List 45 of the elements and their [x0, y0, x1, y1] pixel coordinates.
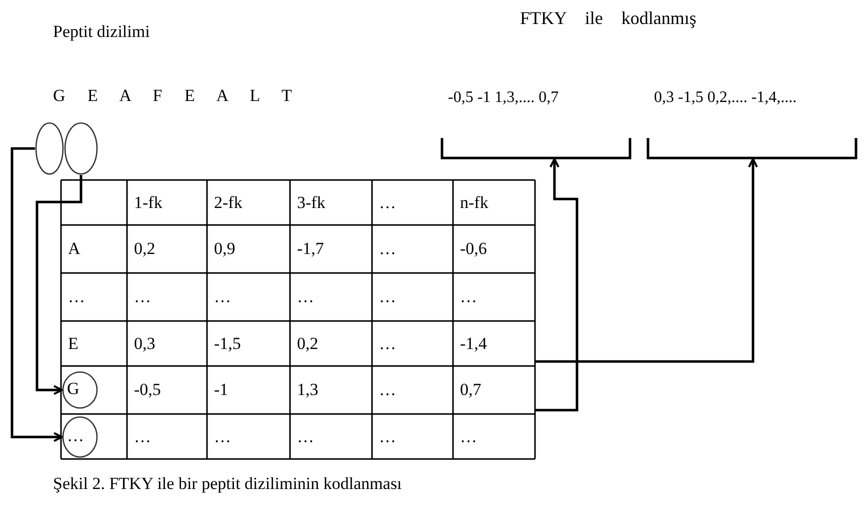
cell-value: -0,5: [134, 379, 161, 401]
cell-value: 1,3: [297, 379, 318, 401]
cell-value: …: [214, 286, 231, 308]
cell-value: …: [379, 286, 396, 308]
cell-value: …: [379, 332, 396, 354]
vector-values: 0,3 -1,5 0,2,.... -1,4,....: [654, 88, 797, 108]
sequence-text: G E A F E A L T: [53, 86, 301, 106]
cell-value: 0,2: [134, 238, 156, 260]
circled-row-label: …: [62, 416, 98, 458]
cell-value: …: [460, 286, 477, 308]
heading-text: FTKY ile kodlanmış: [520, 8, 696, 28]
arrow: [10, 147, 63, 442]
arrow: [36, 175, 82, 395]
row-label: E: [68, 332, 78, 354]
column-header: n-fk: [460, 192, 488, 214]
cell-value: …: [297, 286, 314, 308]
cell-value: -0,6: [460, 238, 487, 260]
cell-value: …: [214, 426, 231, 448]
cell-value: …: [297, 426, 314, 448]
cell-value: …: [134, 426, 151, 448]
row-label: …: [68, 286, 85, 308]
arrow: [535, 158, 578, 412]
cell-value: …: [379, 238, 396, 260]
cell-value: -1,5: [214, 332, 241, 354]
column-header: 3-fk: [297, 192, 326, 214]
figure-caption: Şekil 2. FTKY ile bir peptit diziliminin kodlanması: [53, 474, 402, 494]
column-header: 1-fk: [134, 192, 162, 214]
heading-text: Peptit dizilimi: [53, 22, 150, 42]
cell-value: …: [460, 426, 477, 448]
cell-value: 0,9: [214, 238, 236, 260]
cell-value: …: [379, 426, 396, 448]
cell-value: 0,7: [460, 379, 482, 401]
column-header: 2-fk: [214, 192, 242, 214]
circled-row-label: G: [62, 371, 98, 409]
cell-value: …: [134, 286, 151, 308]
cell-value: …: [379, 379, 396, 401]
cell-value: 0,2: [297, 332, 318, 354]
cell-value: -1: [214, 379, 228, 401]
cell-value: 0,3: [134, 332, 156, 354]
column-header: …: [379, 192, 396, 214]
row-label: A: [68, 238, 80, 260]
vector-values: -0,5 -1 1,3,.... 0,7: [448, 88, 559, 108]
cell-value: -1,7: [297, 238, 324, 260]
arrow: [535, 158, 758, 363]
cell-value: -1,4: [460, 332, 487, 354]
